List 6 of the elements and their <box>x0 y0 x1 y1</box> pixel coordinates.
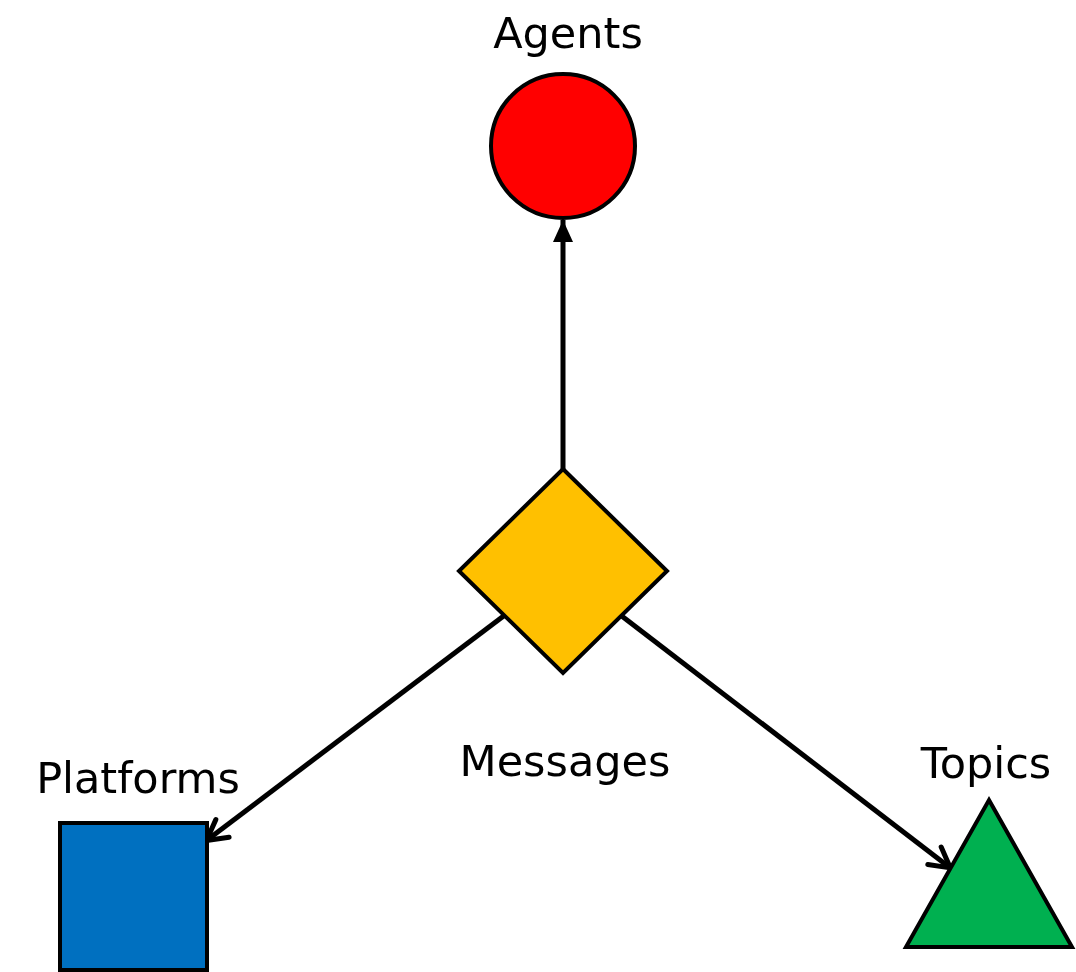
arrow <box>619 613 953 871</box>
arrow <box>553 220 573 469</box>
node-label: Messages <box>459 740 671 783</box>
node-label: Agents <box>493 12 643 55</box>
node-label: Topics <box>920 742 1052 785</box>
node-label: Platforms <box>36 757 240 800</box>
